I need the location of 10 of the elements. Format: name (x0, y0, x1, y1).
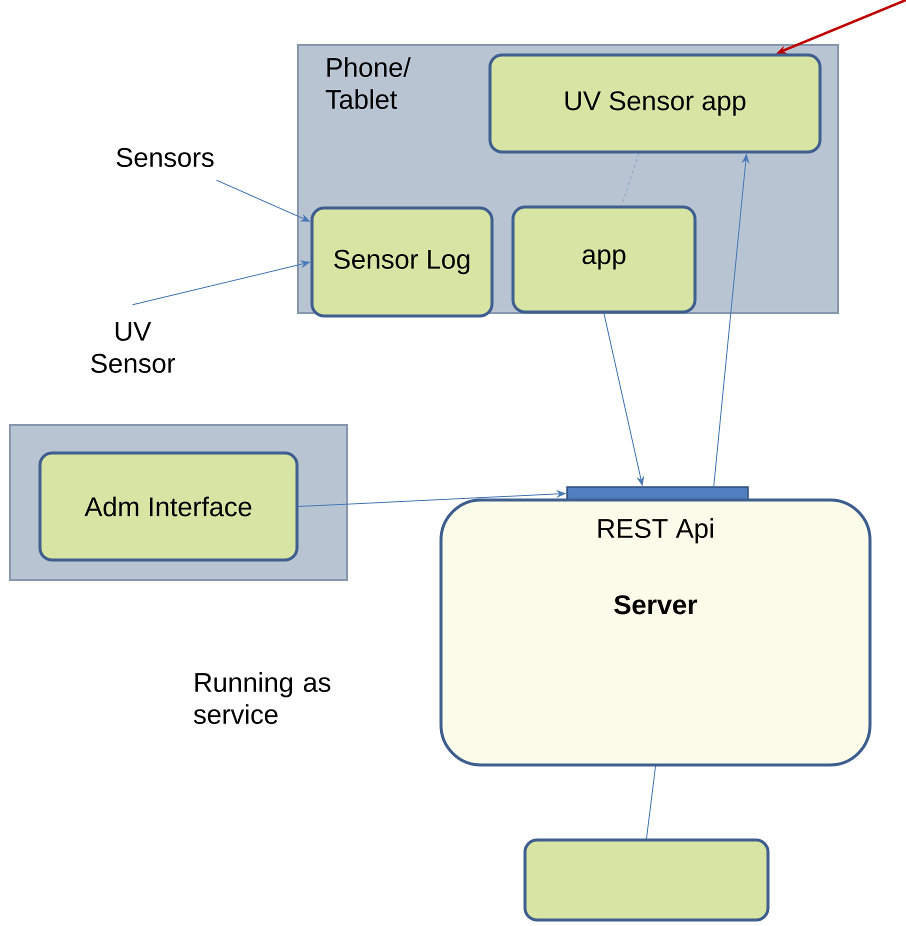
text-label: UV Sensor (91, 322, 176, 373)
text-label: Sensors (116, 148, 214, 168)
component-box (524, 838, 770, 922)
component-box: Sensor Log (310, 206, 494, 318)
server-box: REST Api Server (440, 498, 872, 766)
component-box: UV Sensor app (488, 54, 822, 154)
component-box: app (512, 206, 696, 314)
interface-bar (566, 486, 749, 501)
component-box: Adm Interface (38, 452, 298, 562)
note-text: Running as service (194, 672, 330, 724)
